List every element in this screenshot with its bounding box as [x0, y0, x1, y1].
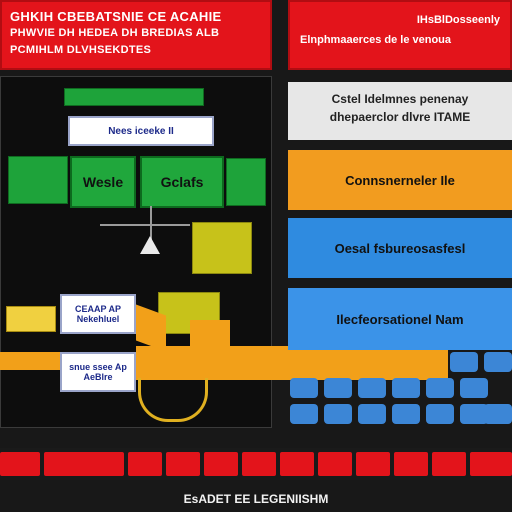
grid-key[interactable] — [460, 378, 488, 398]
diagram-white-box-1: CEAAP AP Nekehluel — [60, 294, 136, 334]
panel-box-orange-label: Connsnerneler Ile — [345, 172, 455, 188]
panel-box-blue-2[interactable]: Ilecfeorsationel Nam — [288, 288, 512, 350]
toolbar-button[interactable] — [356, 452, 390, 476]
diagram-yellow-block-top — [192, 222, 252, 274]
grid-key[interactable] — [290, 404, 318, 424]
toolbar-button[interactable] — [394, 452, 428, 476]
grid-key[interactable] — [392, 404, 420, 424]
panel-box-blue-1-label: Oesal fsbureosasfesl — [334, 240, 466, 256]
diagram-white-box-2: snue ssee Ap AeBlre — [60, 352, 136, 392]
header-line-3: PCMIHLM DLVHSEKDTES — [10, 44, 152, 56]
toolbar-button[interactable] — [166, 452, 200, 476]
header-banner-left: GHKIH CBEBATSNIE CE ACAHIE PHWVIE DH HED… — [0, 0, 272, 70]
toolbar-button[interactable] — [432, 452, 466, 476]
toolbar-button[interactable] — [280, 452, 314, 476]
header-line-2: PHWVIE DH HEDEA DH BREDIAS ALB — [10, 27, 220, 39]
diagram-arrow-stem — [190, 320, 230, 380]
grid-key[interactable] — [358, 404, 386, 424]
warning-icon — [140, 236, 160, 254]
grid-key[interactable] — [426, 378, 454, 398]
toolbar-button[interactable] — [242, 452, 276, 476]
header-line-1: GHKIH CBEBATSNIE CE ACAHIE — [10, 9, 222, 24]
green-right-label: Gclafs — [160, 174, 204, 190]
grid-key[interactable] — [324, 378, 352, 398]
panel-box-orange[interactable]: Connsnerneler Ile — [288, 150, 512, 210]
grid-key[interactable] — [484, 404, 512, 424]
header-banner-right: IHsBlDosseenly Elnphmaaerces de le venou… — [288, 0, 512, 70]
diagram-wire-vertical — [150, 206, 152, 246]
diagram-right-block — [226, 158, 266, 206]
footer-legend: EsADET EE LEGENIISHM — [183, 492, 329, 506]
toolbar-button[interactable] — [0, 452, 40, 476]
grid-key[interactable] — [290, 378, 318, 398]
grid-key[interactable] — [392, 378, 420, 398]
diagram-top-box-label: Nees iceeke II — [108, 125, 174, 137]
diagram-arrow-main — [136, 346, 448, 380]
diagram-top-box: Nees iceeke II — [68, 116, 214, 146]
grid-key[interactable] — [426, 404, 454, 424]
panel-box-blue-2-label: Ilecfeorsationel Nam — [336, 311, 464, 327]
toolbar-button[interactable] — [470, 452, 512, 476]
toolbar-button[interactable] — [44, 452, 124, 476]
toolbar-button[interactable] — [128, 452, 162, 476]
notification-icon — [6, 306, 56, 332]
grid-key[interactable] — [450, 352, 478, 372]
grid-key[interactable] — [460, 404, 488, 424]
panel-title-line-2: dhepaerclor dlvre ITAME — [329, 110, 471, 124]
diagram-yellow-block-mid — [158, 292, 220, 334]
diagram-green-left-box: Wesle — [70, 156, 136, 208]
header-right-line-1: IHsBlDosseenly — [416, 14, 500, 26]
grid-key[interactable] — [324, 404, 352, 424]
diagram-arrow-left — [0, 352, 60, 370]
toolbar-button[interactable] — [318, 452, 352, 476]
diagram-top-strip — [64, 88, 204, 106]
diagram-green-right-box: Gclafs — [140, 156, 224, 208]
panel-title-line-1: Cstel Idelmnes penenay — [331, 92, 469, 106]
panel-box-blue-1[interactable]: Oesal fsbureosasfesl — [288, 218, 512, 278]
diagram-loop-wire — [138, 378, 208, 422]
toolbar-button[interactable] — [204, 452, 238, 476]
diagram-left-block — [8, 156, 68, 204]
grid-key[interactable] — [358, 378, 386, 398]
header-right-line-2: Elnphmaaerces de le venoua — [300, 34, 452, 46]
green-left-label: Wesle — [82, 174, 124, 190]
grid-key[interactable] — [484, 352, 512, 372]
diagram-wire-horizontal — [100, 224, 190, 226]
panel-title-box: Cstel Idelmnes penenay dhepaerclor dlvre… — [288, 82, 512, 140]
white-box-2-label: snue ssee Ap AeBlre — [69, 362, 127, 382]
white-box-1-label: CEAAP AP Nekehluel — [74, 304, 121, 324]
